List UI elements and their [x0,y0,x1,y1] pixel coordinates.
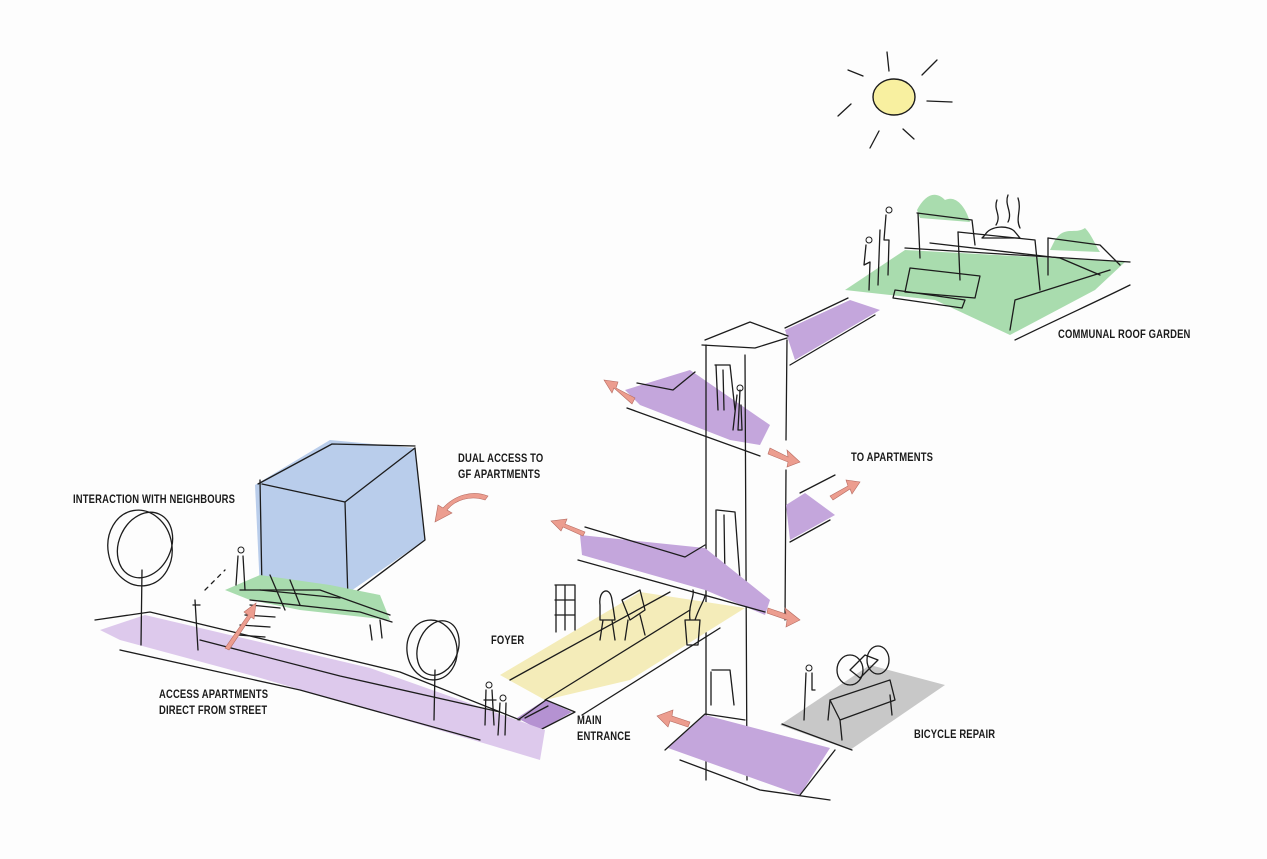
right-mid-corridor [786,493,835,540]
label-foyer: FOYER [491,635,525,647]
bicycle-repair-area [780,665,945,750]
arrow-lower-left [656,709,691,728]
street-path [100,615,545,760]
roof-garden-area [845,194,1131,341]
middle-landing [580,535,770,615]
ground-floor-apartment-block [255,440,425,595]
label-dual-access-line2: GF APARTMENTS [458,469,541,481]
sun-icon [837,51,953,149]
tree-left [107,509,174,646]
main-entrance-ramp [517,700,572,730]
arrow-to-apartments [829,479,861,501]
label-main-entrance-line2: ENTRANCE [577,731,631,743]
upper-corridor [785,300,880,360]
tree-middle [406,619,460,721]
arrows [224,379,861,728]
label-access-apartments-line2: DIRECT FROM STREET [159,705,268,717]
arrow-dual-access [434,493,489,523]
label-to-apartments: TO APARTMENTS [851,452,934,464]
label-bicycle-repair: BICYCLE REPAIR [914,729,996,741]
arrow-upper-left [603,379,636,405]
lower-corridor [668,715,830,795]
label-interaction-with-neighbours: INTERACTION WITH NEIGHBOURS [73,494,236,506]
ground-terrace-garden [225,575,390,620]
label-dual-access-line1: DUAL ACCESS TO [458,453,544,465]
label-access-apartments-line1: ACCESS APARTMENTS [159,689,269,701]
label-main-entrance-line1: MAIN [577,715,602,727]
arrow-mid-right [766,607,801,628]
arrow-stairs [224,602,257,651]
label-communal-roof-garden: COMMUNAL ROOF GARDEN [1058,329,1191,341]
arrow-mid-left [550,518,586,537]
arrow-upper-right [767,447,801,468]
foyer-floor [500,592,745,700]
